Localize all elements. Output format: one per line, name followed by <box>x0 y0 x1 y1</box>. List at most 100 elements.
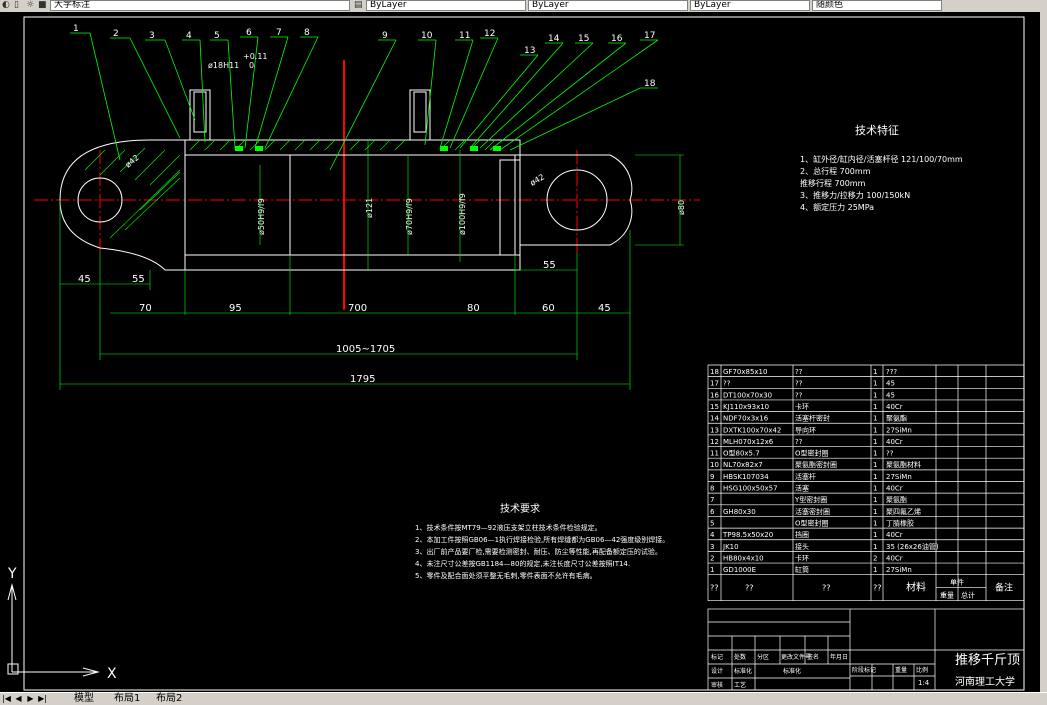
bom-row-qty: 1 <box>873 531 877 539</box>
tab-layout1[interactable]: 布局1 <box>114 693 141 704</box>
balloon-9: 9 <box>382 31 388 41</box>
bom-row-code: DT100x70x30 <box>723 391 772 399</box>
bom-row-code: HBSK107034 <box>723 473 769 481</box>
bom-row-material: 40Cr <box>886 554 903 562</box>
tech-requirements: 技术要求 1、技术条件按MT79—92液压支架立柱技术条件检验规定。 2、本加工… <box>415 502 669 580</box>
tech-req-line-2: 2、本加工件按照GB06—1执行焊接检验,所有焊缝都为GB06—42强度级别焊接… <box>415 535 669 544</box>
bom-row-name: ?? <box>795 391 803 399</box>
balloon-3: 3 <box>149 31 155 41</box>
bore-fit-label: ø18H11 <box>208 61 239 70</box>
bom-row-material: 聚氨酯材料 <box>886 460 921 469</box>
bom-row-material: 45 <box>886 380 895 388</box>
balloon-13: 13 <box>524 46 535 56</box>
leader-lines <box>70 32 659 171</box>
properties-toolbar: ◐ ▯ ☼ ■ 大学标注 ▤ ByLayer ByLayer ByLayer 随… <box>0 0 1047 13</box>
barrel-outer-diameter: ø121 <box>365 198 374 218</box>
balloon-7: 7 <box>276 28 282 38</box>
bom-row-no: 5 <box>710 519 714 527</box>
freeze-icon[interactable]: ☼ <box>26 0 35 10</box>
bom-row-material: 27SiMn <box>886 566 912 574</box>
tech-req-line-4: 4、未注尺寸公差按GB1184—80的规定,未注长度尺寸公差按照IT14. <box>415 559 630 568</box>
linetype-select[interactable]: ByLayer <box>528 0 688 11</box>
tb-design: 设计 <box>711 667 723 675</box>
organization: 河南理工大学 <box>955 675 1015 688</box>
bom-row-material: 40Cr <box>886 485 903 493</box>
diameter-dimension-lines <box>259 140 684 270</box>
balloon-16: 16 <box>611 34 623 44</box>
next-tab-icon[interactable]: ▶ <box>27 694 34 703</box>
bom-row-qty: 1 <box>873 450 877 458</box>
color-select[interactable]: ByLayer <box>366 0 526 11</box>
bom-row-qty: 1 <box>873 496 877 504</box>
bom-row-no: 12 <box>710 438 719 446</box>
last-tab-icon[interactable]: ▶| <box>38 694 47 703</box>
tb-review: 审核 <box>711 681 723 689</box>
plotstyle-select[interactable]: 随颜色 <box>812 0 942 11</box>
tb-date: 年月日 <box>830 653 848 661</box>
bom-row-code: DXTK100x70x42 <box>723 426 781 434</box>
balloon-8: 8 <box>304 28 310 38</box>
bom-row-code: HSG100x50x57 <box>723 485 778 493</box>
dim-stroke-range: 1005~1705 <box>336 344 395 355</box>
front-pin-diameter: ø42 <box>529 172 547 187</box>
bom-row-no: 16 <box>710 391 719 399</box>
tb-scale: 1:4 <box>918 679 930 687</box>
tab-model[interactable]: 模型 <box>74 693 94 704</box>
bom-header-total-weight: 总计 <box>961 591 975 600</box>
bom-row-material: 27SiMn <box>886 473 912 481</box>
bom-row-code: MLH070x12x6 <box>723 438 774 446</box>
bom-row-name: ?? <box>795 368 803 376</box>
fit-tolerance-upper: +0.11 <box>243 52 268 61</box>
layer-state-icon[interactable]: ◐ <box>2 0 10 10</box>
bom-row-no: 9 <box>710 473 714 481</box>
lineweight-select[interactable]: ByLayer <box>690 0 810 11</box>
bom-row-qty: 1 <box>873 415 877 423</box>
bom-row-qty: 1 <box>873 368 877 376</box>
drawing-canvas[interactable]: 1 2 3 4 5 6 7 8 9 10 11 12 13 14 15 16 1… <box>0 12 1047 692</box>
dim-total-length: 1795 <box>350 374 375 385</box>
bom-row-no: 7 <box>710 496 714 504</box>
bom-row-no: 2 <box>710 554 714 562</box>
bom-row-name: Y型密封圈 <box>794 495 827 504</box>
bom-row-no: 18 <box>710 368 719 376</box>
bom-row-name: ?? <box>795 438 803 446</box>
tech-features-line-4: 3、推移力/拉移力 100/150kN <box>800 190 910 200</box>
bom-row-name: 导向环 <box>795 425 816 434</box>
bom-header-qty: ?? <box>873 584 882 593</box>
tb-count: 处数 <box>734 653 746 661</box>
bom-row-qty: 1 <box>873 566 877 574</box>
dimension-style-select[interactable]: 大学标注 <box>50 0 350 11</box>
balloon-17: 17 <box>644 31 655 41</box>
tech-features-line-2: 2、总行程 700mm <box>800 166 871 176</box>
bore-fit-diameter: ø100H9/f9 <box>458 193 467 235</box>
dim-70: 70 <box>139 303 152 314</box>
lineweight-value: ByLayer <box>694 0 731 10</box>
lock-icon[interactable]: ▯ <box>14 0 19 10</box>
bom-row-qty: 1 <box>873 438 877 446</box>
bom-header-weight: 重量 <box>940 592 954 600</box>
layer-icon[interactable]: ▤ <box>354 0 363 10</box>
tech-features: 技术特征 1、缸外径/缸内径/活塞杆径 121/100/70mm 2、总行程 7… <box>800 123 963 212</box>
bom-row-code: TP98.5x50x20 <box>722 531 773 539</box>
color-swatch-icon[interactable]: ■ <box>38 0 47 10</box>
prev-tab-icon[interactable]: ◀ <box>15 694 22 703</box>
dim-45-left: 45 <box>78 274 91 285</box>
balloon-15: 15 <box>578 34 589 44</box>
bom-row-name: 卡环 <box>795 402 809 411</box>
tab-layout2[interactable]: 布局2 <box>156 693 183 704</box>
bom-row-name: 聚氨酯密封圈 <box>795 460 837 469</box>
bom-header-unit-weight: 单件 <box>950 578 964 587</box>
bom-header-no: ?? <box>710 584 719 593</box>
bom-header-name: ?? <box>822 584 831 593</box>
bom-row-qty: 2 <box>873 554 877 562</box>
vertical-scrollbar[interactable] <box>1040 12 1047 692</box>
bom-row-qty: 1 <box>873 473 877 481</box>
tb-ratio: 比例 <box>916 666 928 674</box>
bom-row-no: 8 <box>710 485 714 493</box>
balloon-1: 1 <box>73 24 79 34</box>
dim-700: 700 <box>348 303 367 314</box>
first-tab-icon[interactable]: |◀ <box>2 694 11 703</box>
tb-sign: 签名 <box>807 653 819 661</box>
dim-80: 80 <box>467 303 480 314</box>
